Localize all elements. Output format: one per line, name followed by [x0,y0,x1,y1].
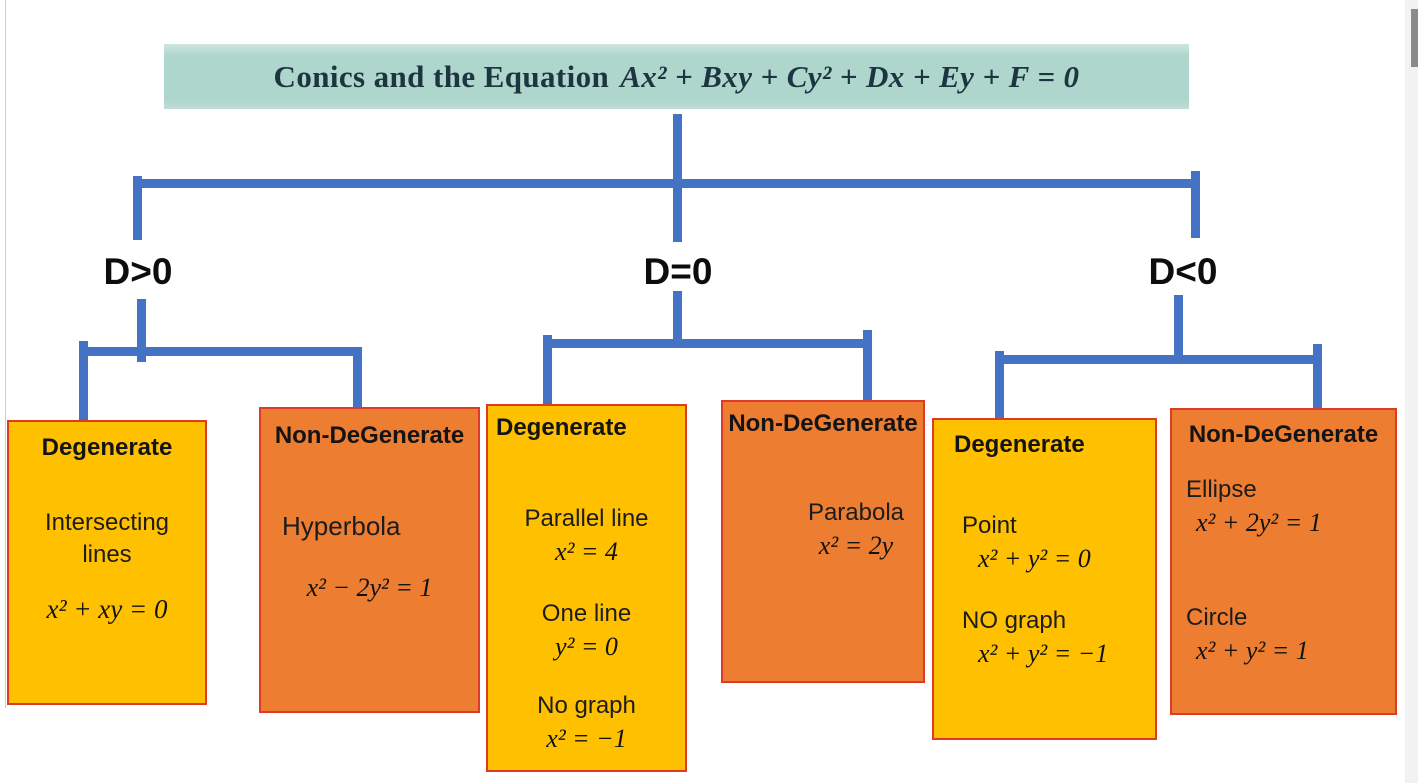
node-title: Non-DeGenerate [274,422,465,449]
branch-label-d-positive: D>0 [103,251,173,292]
conic-equation: x² + 2y² = 1 [1196,507,1322,537]
conic-name: Circle [1186,604,1248,631]
node-title: Non-DeGenerate [1188,421,1379,448]
connector-dpositive-left-drop [79,341,88,423]
connector-level1-right-drop [1191,171,1200,238]
conic-equation: x² + xy = 0 [46,594,168,625]
node-title: Degenerate [496,414,627,441]
node-d-zero-nondegenerate: Non-DeGenerate Parabola x² = 2y [721,400,925,683]
conic-entry: Ellipse x² + 2y² = 1 [1186,474,1322,538]
conic-entry: Parabola x² = 2y [792,497,920,561]
node-d-zero-degenerate: Degenerate Parallel line x² = 4 One line… [486,404,687,772]
conic-entry: Circle x² + y² = 1 [1186,602,1309,666]
diagram-title: Conics and the Equation Ax² + Bxy + Cy² … [164,44,1189,109]
node-title: Degenerate [41,434,173,461]
conic-entry: Intersecting lines x² + xy = 0 [9,507,205,625]
conic-name: No graph [537,692,636,719]
connector-dzero-left-drop [543,335,552,411]
conic-name: Parallel line [524,505,649,532]
conic-equation: x² + y² = −1 [978,638,1109,668]
conic-entry: NO graph x² + y² = −1 [962,605,1108,669]
conic-equation: x² + y² = 0 [978,543,1091,573]
conic-equation: y² = 0 [555,631,618,661]
connector-level1-left-drop [133,176,142,240]
conic-entry: Hyperbola x² − 2y² = 1 [261,509,478,603]
conic-equation: x² + y² = 1 [1196,635,1309,665]
conic-name: Ellipse [1186,476,1257,503]
connector-dpositive-right-drop [353,347,362,413]
conic-name: Hyperbola [282,511,401,541]
scrollbar-thumb[interactable] [1411,9,1418,67]
connector-dpositive-stem [137,299,146,362]
conic-entry: No graph x² = −1 [488,690,685,754]
connector-dzero-right-drop [863,330,872,404]
title-equation: Ax² + Bxy + Cy² + Dx + Ey + F = 0 [620,58,1080,94]
connector-dnegative-left-drop [995,351,1004,429]
connector-root-stem [673,114,682,242]
connector-dzero-stem [673,291,682,348]
node-title: Non-DeGenerate [728,410,918,437]
branch-label-d-negative: D<0 [1148,251,1218,292]
conic-entry: Parallel line x² = 4 [488,503,685,567]
conic-name: NO graph [962,607,1067,634]
connector-dnegative-stem [1174,295,1183,363]
conic-name: Intersecting lines [44,509,170,568]
node-d-positive-nondegenerate: Non-DeGenerate Hyperbola x² − 2y² = 1 [259,407,480,713]
conic-equation: x² = −1 [546,723,627,753]
conic-entry: One line y² = 0 [488,598,685,662]
branch-label-d-zero: D=0 [643,251,713,292]
connector-dnegative-bracket [995,355,1321,364]
node-d-negative-degenerate: Degenerate Point x² + y² = 0 NO graph x²… [932,418,1157,740]
conic-equation: x² = 4 [555,536,618,566]
conic-equation: x² = 2y [818,530,894,560]
node-d-positive-degenerate: Degenerate Intersecting lines x² + xy = … [7,420,207,705]
connector-level1-horizontal [133,179,1199,188]
conic-name: Parabola [807,499,905,526]
node-title: Degenerate [954,431,1085,458]
scrollbar-track[interactable] [1405,0,1418,783]
conic-name: Point [962,512,1017,539]
conic-name: One line [541,600,632,627]
node-d-negative-nondegenerate: Non-DeGenerate Ellipse x² + 2y² = 1 Circ… [1170,408,1397,715]
page-left-border [5,0,6,708]
connector-dnegative-right-drop [1313,344,1322,414]
title-text: Conics and the Equation [273,58,610,94]
conic-entry: Point x² + y² = 0 [962,510,1091,574]
conic-equation: x² − 2y² = 1 [306,573,433,603]
connector-dpositive-bracket [79,347,362,356]
connector-dzero-bracket [543,339,872,348]
